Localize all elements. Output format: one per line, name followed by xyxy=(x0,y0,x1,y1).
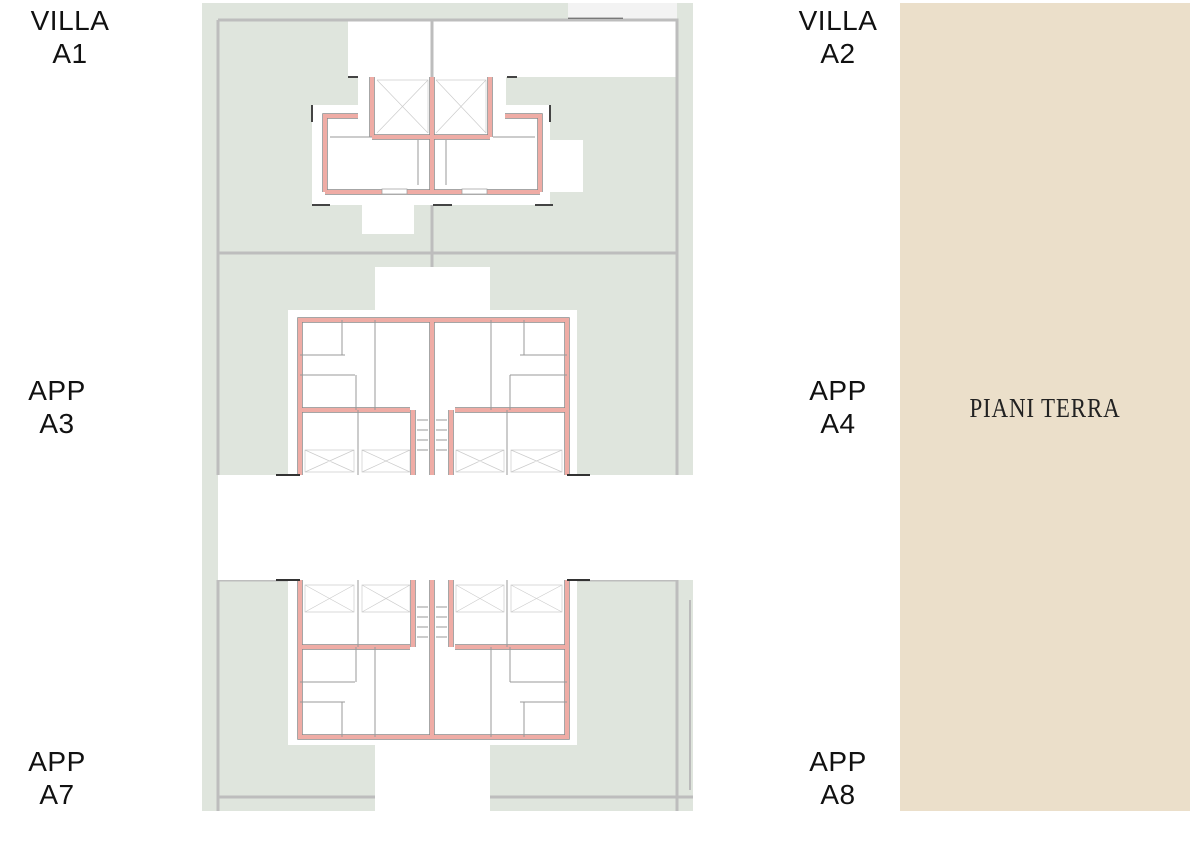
app-a3-a4-building xyxy=(276,317,590,476)
road xyxy=(218,475,693,580)
unit-type: APP xyxy=(28,375,86,406)
panel-title: PIANI TERRA xyxy=(969,393,1121,423)
villa-a1-a2-building xyxy=(311,76,553,206)
legend-panel: PIANI TERRA xyxy=(900,3,1190,811)
unit-type: APP xyxy=(809,746,867,777)
unit-type: APP xyxy=(28,746,86,777)
driveway-top xyxy=(348,20,677,77)
app-a7-a8-building xyxy=(276,579,590,740)
unit-code: A7 xyxy=(39,779,75,810)
unit-code: A4 xyxy=(820,408,856,439)
unit-code: A3 xyxy=(39,408,75,439)
top-lot xyxy=(568,3,677,20)
unit-type: APP xyxy=(809,375,867,406)
unit-code: A2 xyxy=(820,38,856,69)
unit-code: A1 xyxy=(52,38,88,69)
unit-type: VILLA xyxy=(30,5,110,36)
unit-code: A8 xyxy=(820,779,856,810)
unit-type: VILLA xyxy=(798,5,878,36)
